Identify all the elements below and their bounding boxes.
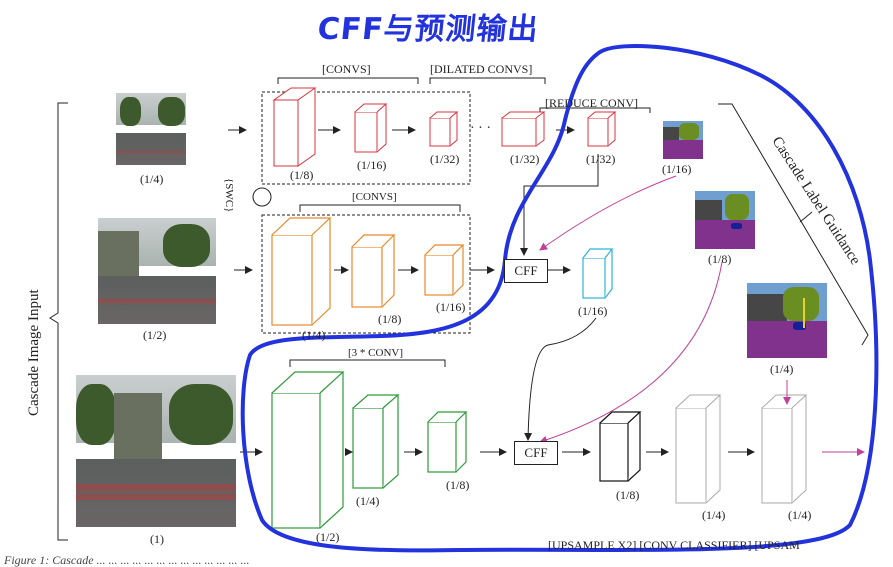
scale-top-1-32-c: (1/32) xyxy=(586,152,616,166)
top-cuboid-1-32-b xyxy=(501,117,537,147)
scale-label-1-8: (1/8) xyxy=(708,252,732,266)
swc-loop-icon-2 xyxy=(261,187,272,207)
label-reduce-conv: [REDUCE CONV] xyxy=(545,96,638,110)
mid-out-cuboid-side xyxy=(582,248,614,299)
bot-out-grey xyxy=(675,394,808,504)
bot-cuboid-1-2-side xyxy=(271,371,345,529)
convs-top-bracket xyxy=(277,77,419,84)
top-cuboid-1-8-front xyxy=(273,99,299,167)
bot-cuboid-1-4-side xyxy=(352,394,400,489)
mid-cuboid-1-16-side xyxy=(424,244,465,296)
seg-label-1-8 xyxy=(695,191,755,249)
top-cuboid-1-32-c-side xyxy=(587,111,617,147)
label-dilated-convs: [DILATED CONVS] xyxy=(430,62,533,76)
input-image-half xyxy=(98,218,216,324)
input-image-full xyxy=(76,375,236,527)
swc-loop-icon xyxy=(252,187,263,207)
scale-mid-out-1-16: (1/16) xyxy=(578,304,608,318)
mid-cuboid-1-8-side xyxy=(351,234,396,308)
bot-out-cuboid-1-8-side xyxy=(599,411,642,482)
bot-out-cuboid-1-4-b xyxy=(761,407,793,504)
label-convs-mid: [CONVS] xyxy=(352,191,397,203)
bottom-branch xyxy=(271,371,468,529)
flow-arrows xyxy=(228,126,755,456)
three-conv-bracket xyxy=(289,359,446,367)
input-image-quarter xyxy=(116,93,186,165)
label-swc: {SWC} xyxy=(223,178,235,213)
bot-cuboid-1-4 xyxy=(352,407,384,489)
label-guidance-bracket xyxy=(718,103,869,346)
scale-top-1-32-a: (1/32) xyxy=(430,152,460,166)
mid-branch xyxy=(271,217,465,326)
scale-mid-1-4: (1/4) xyxy=(302,328,326,342)
top-cuboid-1-16-side xyxy=(354,103,388,153)
reduce-bracket xyxy=(539,107,651,113)
top-cuboid-1-16 xyxy=(354,111,378,153)
seg-label-1-16 xyxy=(663,121,703,159)
bot-out-black xyxy=(599,411,642,482)
dilated-bracket xyxy=(429,77,546,84)
scale-bot-1-2: (1/2) xyxy=(316,530,340,544)
bot-out-cuboid-1-8 xyxy=(599,422,629,482)
scale-top-1-8: (1/8) xyxy=(290,168,314,182)
mid-cuboid-1-8 xyxy=(351,246,383,308)
input-bracket xyxy=(49,102,68,541)
cff-box-bottom: CFF xyxy=(514,441,558,465)
mid-out-cuboid xyxy=(582,257,606,299)
top-cuboid-1-32-b-side xyxy=(501,111,546,147)
scale-top-1-32-b: (1/32) xyxy=(510,152,540,166)
bot-cuboid-1-2 xyxy=(271,392,321,529)
label-cascade-image-input: Cascade Image Input xyxy=(26,289,42,416)
mid-cuboid-1-4 xyxy=(271,234,313,326)
bot-out-cuboid-1-4-a xyxy=(675,407,707,504)
scale-top-1-16: (1/16) xyxy=(357,158,387,172)
convs-mid-bracket xyxy=(299,204,461,212)
input-scale-quarter: (1/4) xyxy=(140,172,164,186)
scale-label-1-16: (1/16) xyxy=(662,162,692,176)
top-cuboid-1-32-c xyxy=(587,117,609,147)
input-scale-full: (1) xyxy=(150,532,164,546)
swc-box-mid xyxy=(261,214,471,334)
mid-cuboid-1-4-side xyxy=(271,217,332,326)
mid-cuboid-1-16 xyxy=(424,254,454,296)
mid-output xyxy=(582,248,614,299)
scale-mid-1-16: (1/16) xyxy=(436,300,466,314)
input-scale-half: (1/2) xyxy=(143,328,167,342)
scale-bot-out-1-8: (1/8) xyxy=(616,488,640,502)
top-cuboid-1-32-a xyxy=(429,117,451,147)
bot-out-cuboid-1-4-b-side xyxy=(761,394,808,504)
label-guidance-tick xyxy=(799,211,813,223)
scale-bot-out-1-4-a: (1/4) xyxy=(702,508,726,522)
seg-label-1-4 xyxy=(747,283,827,358)
figure-caption: Figure 1: Cascade ... ... ... ... ... ..… xyxy=(4,553,250,567)
label-convs-top: [CONVS] xyxy=(322,62,371,76)
bot-out-cuboid-1-4-a-side xyxy=(675,394,722,504)
scale-mid-1-8: (1/8) xyxy=(378,312,402,326)
bot-cuboid-1-8-side xyxy=(427,411,468,473)
label-three-conv: [3 * CONV] xyxy=(348,347,403,359)
scale-bot-1-4: (1/4) xyxy=(356,494,380,508)
ellipsis: · · · xyxy=(470,121,491,136)
top-branch xyxy=(272,87,617,167)
scale-bot-1-8: (1/8) xyxy=(446,478,470,492)
scale-bot-out-1-4-b: (1/4) xyxy=(788,508,812,522)
label-arrows xyxy=(539,175,865,456)
cff-box-mid: CFF xyxy=(504,259,548,283)
bottom-op-caption: [UPSAMPLE X2] [CONV CLASSIFIER] [UPSAM xyxy=(548,538,800,552)
scale-label-1-4: (1/4) xyxy=(770,362,794,376)
top-cuboid-1-32-a-side xyxy=(429,111,459,147)
bot-cuboid-1-8 xyxy=(427,421,457,473)
handwritten-title: CFF与预测输出 xyxy=(315,12,541,47)
